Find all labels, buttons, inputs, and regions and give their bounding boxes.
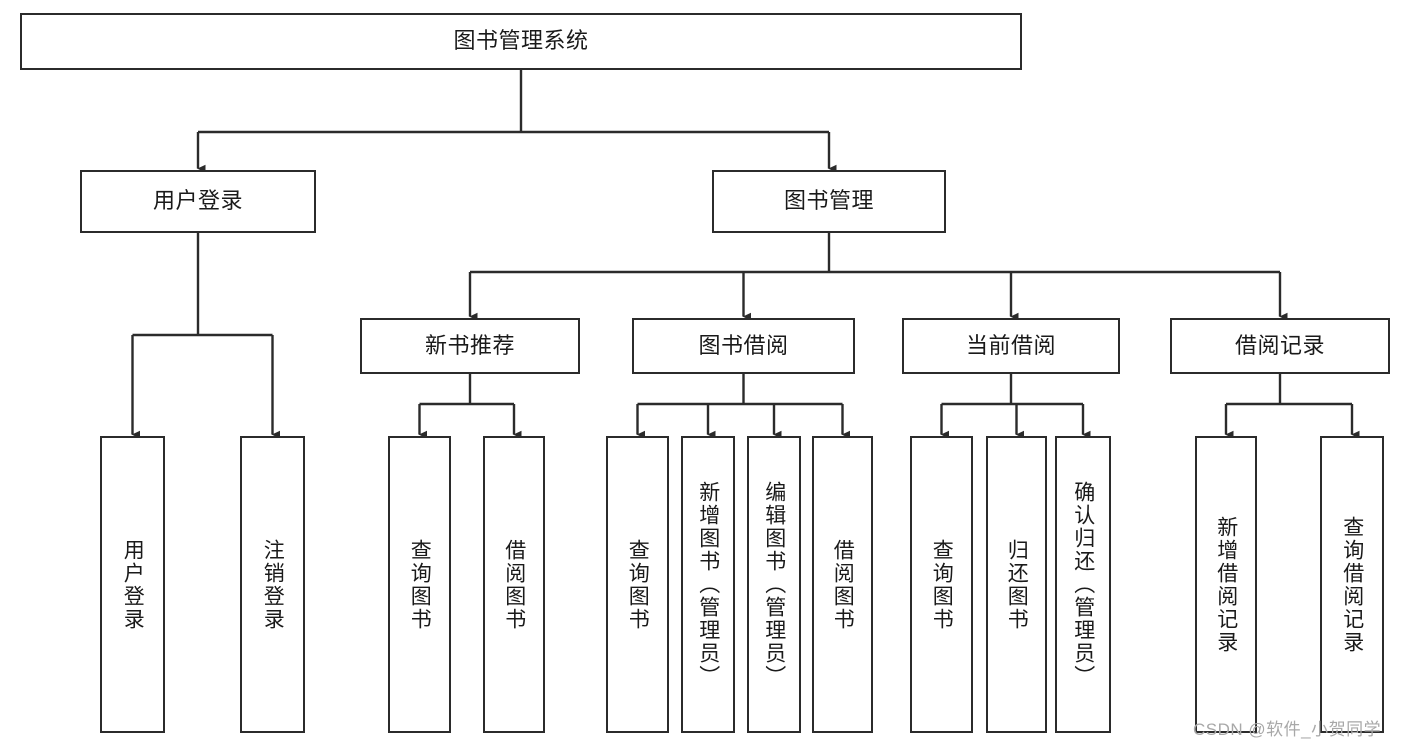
node-label: 查询借阅记录 bbox=[1340, 515, 1364, 654]
node-l8[interactable]: 借阅图书 bbox=[812, 436, 873, 733]
node-bookmgmt[interactable]: 图书管理 bbox=[712, 170, 946, 233]
node-label: 借阅记录 bbox=[1234, 332, 1325, 358]
node-label: 查询图书 bbox=[626, 538, 650, 631]
node-label: 图书管理系统 bbox=[453, 28, 589, 54]
node-label: 借阅图书 bbox=[831, 538, 855, 631]
node-label: 查询图书 bbox=[408, 538, 432, 631]
node-label: 新增图书（管理员） bbox=[696, 481, 720, 688]
node-l10[interactable]: 归还图书 bbox=[986, 436, 1047, 733]
node-label: 新书推荐 bbox=[424, 332, 515, 358]
node-label: 归还图书 bbox=[1005, 538, 1029, 631]
node-root[interactable]: 图书管理系统 bbox=[20, 13, 1022, 70]
node-label: 用户登录 bbox=[121, 538, 145, 631]
node-label: 图书借阅 bbox=[698, 332, 789, 358]
node-label: 图书管理 bbox=[783, 188, 874, 214]
csdn-watermark: CSDN @软件_小贺同学 bbox=[1193, 720, 1382, 739]
node-label: 新增借阅记录 bbox=[1214, 515, 1238, 654]
node-current[interactable]: 当前借阅 bbox=[902, 318, 1120, 374]
node-l5[interactable]: 查询图书 bbox=[606, 436, 669, 733]
node-borrow[interactable]: 图书借阅 bbox=[632, 318, 855, 374]
node-l4[interactable]: 借阅图书 bbox=[483, 436, 545, 733]
node-label: 当前借阅 bbox=[965, 332, 1056, 358]
node-l13[interactable]: 查询借阅记录 bbox=[1320, 436, 1384, 733]
node-label: 用户登录 bbox=[152, 188, 243, 214]
node-label: 确认归还（管理员） bbox=[1071, 481, 1095, 688]
node-l1[interactable]: 用户登录 bbox=[100, 436, 165, 733]
node-label: 编辑图书（管理员） bbox=[762, 481, 786, 688]
node-newbook[interactable]: 新书推荐 bbox=[360, 318, 580, 374]
node-login[interactable]: 用户登录 bbox=[80, 170, 316, 233]
node-l6[interactable]: 新增图书（管理员） bbox=[681, 436, 735, 733]
node-records[interactable]: 借阅记录 bbox=[1170, 318, 1390, 374]
node-label: 查询图书 bbox=[930, 538, 954, 631]
node-l11[interactable]: 确认归还（管理员） bbox=[1055, 436, 1111, 733]
node-label: 借阅图书 bbox=[502, 538, 526, 631]
node-l3[interactable]: 查询图书 bbox=[388, 436, 451, 733]
node-l2[interactable]: 注销登录 bbox=[240, 436, 305, 733]
node-label: 注销登录 bbox=[261, 538, 285, 631]
node-l12[interactable]: 新增借阅记录 bbox=[1195, 436, 1257, 733]
node-l9[interactable]: 查询图书 bbox=[910, 436, 973, 733]
node-l7[interactable]: 编辑图书（管理员） bbox=[747, 436, 801, 733]
